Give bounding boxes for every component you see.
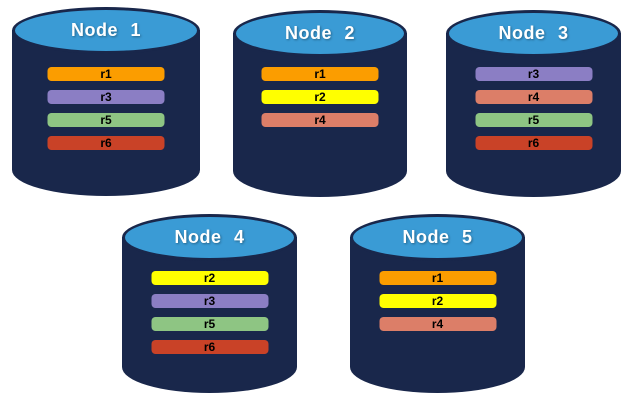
replica-label: r2	[314, 90, 326, 104]
replica-label: r5	[203, 317, 216, 331]
replica-bar-r3: r3	[47, 90, 165, 104]
replica-label: r6	[527, 136, 540, 150]
node-title: Node 5	[402, 227, 473, 247]
replica-label: r1	[314, 67, 326, 81]
database-cylinder-top: Node 5	[350, 214, 525, 261]
replica-bar-list: r2 r3 r5 r6	[151, 271, 268, 354]
replica-bar-list: r1 r3 r5 r6	[47, 67, 165, 150]
replica-bar-r1: r1	[379, 271, 496, 285]
node-2-cylinder: Node 2 r1 r2 r4	[233, 10, 407, 197]
replica-bar-r5: r5	[151, 317, 268, 331]
replica-bar-r2: r2	[151, 271, 268, 285]
database-cylinder-top: Node 2	[233, 10, 407, 57]
node-title: Node 2	[284, 23, 355, 43]
replica-bar-list: r1 r2 r4	[261, 67, 379, 127]
database-cylinder-top: Node 4	[122, 214, 297, 261]
database-cylinder-top: Node 1	[12, 7, 200, 54]
replica-label: r3	[100, 90, 112, 104]
replica-bar-r4: r4	[261, 113, 379, 127]
replica-label: r1	[100, 67, 112, 81]
replica-bar-r3: r3	[475, 67, 592, 81]
replica-label: r3	[527, 67, 540, 81]
replica-label: r1	[431, 271, 444, 285]
replica-bar-list: r1 r2 r4	[379, 271, 496, 331]
replica-bar-r1: r1	[47, 67, 165, 81]
database-cylinder-body	[350, 237, 525, 393]
replica-label: r5	[527, 113, 540, 127]
replica-label: r4	[527, 90, 540, 104]
node-3-cylinder: Node 3 r3 r4 r5 r6	[446, 10, 621, 197]
replica-bar-r6: r6	[47, 136, 165, 150]
database-cylinder-body	[122, 237, 297, 393]
database-cylinder-top: Node 3	[446, 10, 621, 57]
replica-label: r2	[431, 294, 444, 308]
replica-label: r6	[203, 340, 216, 354]
replica-bar-r4: r4	[475, 90, 592, 104]
replica-bar-r2: r2	[379, 294, 496, 308]
replica-bar-list: r3 r4 r5 r6	[475, 67, 592, 150]
replica-bar-r3: r3	[151, 294, 268, 308]
node-title: Node 1	[70, 20, 141, 40]
node-title: Node 3	[498, 23, 569, 43]
replica-label: r4	[431, 317, 444, 331]
replica-bar-r4: r4	[379, 317, 496, 331]
replica-bar-r1: r1	[261, 67, 379, 81]
replica-bar-r6: r6	[475, 136, 592, 150]
node-4-cylinder: Node 4 r2 r3 r5 r6	[122, 214, 297, 393]
node-1-cylinder: Node 1 r1 r3 r5 r6	[12, 7, 200, 196]
replica-bar-r6: r6	[151, 340, 268, 354]
replica-label: r3	[203, 294, 216, 308]
replica-bar-r5: r5	[47, 113, 165, 127]
node-title: Node 4	[174, 227, 245, 247]
replica-bar-r5: r5	[475, 113, 592, 127]
replica-bar-r2: r2	[261, 90, 379, 104]
replica-label: r4	[314, 113, 326, 127]
replica-label: r5	[100, 113, 112, 127]
replica-label: r6	[100, 136, 112, 150]
replica-label: r2	[203, 271, 216, 285]
node-5-cylinder: Node 5 r1 r2 r4	[350, 214, 525, 393]
